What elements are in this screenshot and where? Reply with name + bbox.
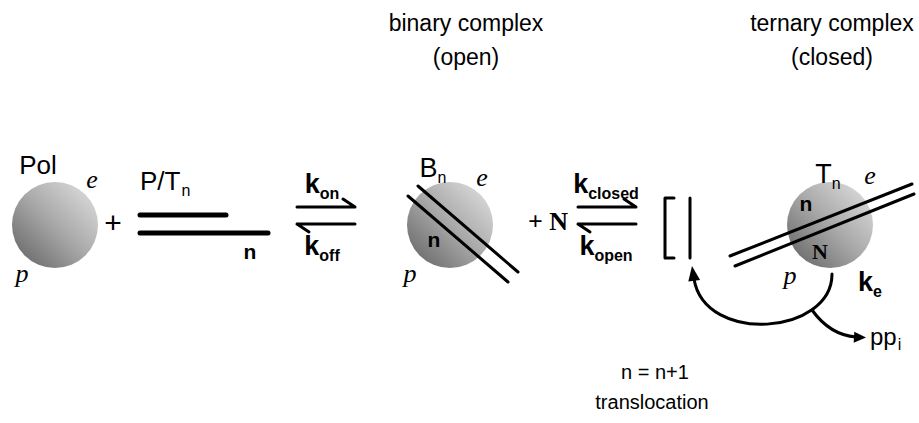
rate-constant: ke [858,267,882,317]
dna-strand [735,194,914,266]
rate-constant: koff [304,231,339,281]
product-label: pp [870,323,897,351]
site-label: e [476,163,488,193]
plus-sign: + [104,206,122,241]
species-label: Bn [420,153,447,203]
arrowhead [854,332,866,343]
enzyme-name: Pol [19,151,57,181]
circle-shape [12,182,98,268]
opening-arrow [578,224,636,232]
state-heading: ternary complex (closed) [745,6,919,74]
site-label: p [404,259,417,289]
enzyme-circle: binary complex (open)Bnenp [407,182,493,268]
arrowhead [688,266,700,282]
species-label: Tn [815,159,840,209]
subscript: n [181,182,190,200]
enzyme-body [407,182,493,268]
position-label: n [800,192,813,216]
site-label: e [864,161,876,191]
substrate-label: P/T [140,167,180,197]
dna-strand [408,196,508,282]
rate-constant: kon [305,169,340,219]
enzyme-body [12,182,98,268]
dna-strand [418,186,518,272]
site-label: e [86,165,98,195]
step-note: translocation [595,391,708,414]
rate-constant: kclosed [573,169,639,219]
release-arrow [297,224,355,232]
site-label: p [784,261,797,291]
state-heading: binary complex (open) [376,6,556,74]
bracket [665,198,674,258]
rate-constant: kopen [579,231,632,281]
step-note: n = n+1 [621,361,689,384]
cycle-arrow [694,274,832,324]
primer-strand [140,213,226,218]
release-branch-arrow [812,310,856,337]
position-label: n [244,240,257,264]
circle-shape [407,182,493,268]
subscript: i [898,336,902,354]
nucleotide-label: + N [528,207,568,237]
position-label: n [428,228,441,252]
site-label: p [16,259,29,289]
bracket [689,198,692,258]
enzyme-circle: Polep [12,182,98,268]
template-strand [140,231,268,236]
nucleotide-label: N [812,239,828,264]
enzyme-body [787,182,873,268]
enzyme-circle: ternary complex (closed)TnenNp [787,182,873,268]
